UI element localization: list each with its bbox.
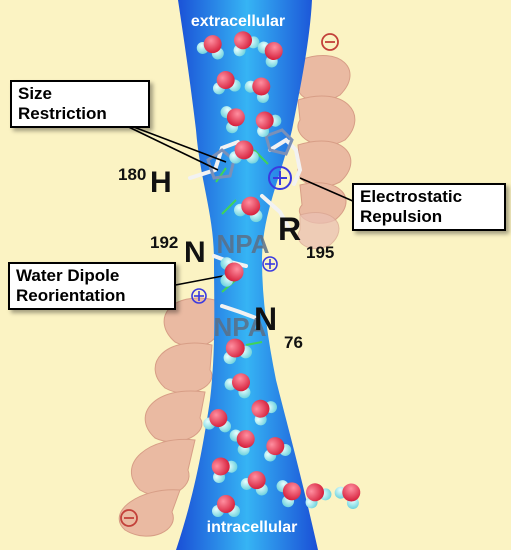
oxygen-atom <box>241 196 261 216</box>
negative-charge-icon <box>321 33 339 51</box>
oxygen-atom <box>236 430 255 448</box>
oxygen-atom <box>211 457 230 476</box>
oxygen-atom <box>209 409 228 428</box>
helix-lower-left <box>118 297 218 537</box>
extracellular-label: extracellular <box>191 13 285 30</box>
svg-text:R: R <box>278 211 301 247</box>
water-molecule <box>211 457 238 483</box>
residue-n76: N 76 <box>254 301 303 352</box>
water-molecule <box>305 483 332 509</box>
oxygen-atom <box>251 399 270 418</box>
water-molecule <box>229 140 259 164</box>
water-molecule <box>234 196 263 223</box>
electrostatic-repulsion-callout: Electrostatic Repulsion <box>352 183 506 231</box>
oxygen-atom <box>226 108 245 127</box>
positive-charge-icon <box>262 256 278 272</box>
svg-text:192: 192 <box>150 233 178 252</box>
svg-text:N: N <box>254 301 277 337</box>
svg-text:N: N <box>184 236 206 269</box>
helix-upper-right <box>297 55 356 224</box>
oxygen-atom <box>247 471 266 490</box>
water-molecule <box>196 35 224 60</box>
water-molecule <box>240 471 268 496</box>
oxygen-atom <box>264 42 283 60</box>
npa-motif-lower: NPA <box>214 312 267 342</box>
oxygen-atom <box>217 495 235 513</box>
oxygen-atom <box>266 437 285 456</box>
oxygen-atom <box>342 483 361 502</box>
water-molecule <box>212 495 240 517</box>
oxygen-atom <box>255 111 274 130</box>
charge-symbols <box>120 33 339 527</box>
oxygen-atom <box>216 71 235 90</box>
water-molecule <box>257 41 283 68</box>
positive-charge-icon <box>268 166 292 190</box>
svg-text:180: 180 <box>118 165 146 184</box>
oxygen-atom <box>224 262 244 282</box>
oxygen-atom <box>225 338 245 358</box>
residue-n192: 192 N <box>150 233 206 269</box>
water-molecule <box>220 106 245 134</box>
size-restriction-callout: Size Restriction <box>10 80 150 128</box>
water-molecule <box>229 429 255 456</box>
positive-charge-icon <box>191 288 207 304</box>
water-molecule <box>251 399 277 426</box>
water-molecule <box>223 338 252 365</box>
npa-motif-upper: NPA <box>217 229 270 259</box>
svg-text:195: 195 <box>306 243 334 262</box>
helix-right-middle <box>297 212 340 250</box>
oxygen-atom <box>234 31 252 50</box>
water-molecule <box>220 257 244 287</box>
water-dipole-callout: Water Dipole Reorientation <box>8 262 176 310</box>
svg-text:H: H <box>150 166 172 199</box>
water-molecules <box>196 31 361 517</box>
oxygen-atom <box>252 77 271 96</box>
water-molecule <box>233 31 260 57</box>
oxygen-atom <box>232 373 250 392</box>
oxygen-atom <box>282 482 301 501</box>
residue-h180: 180 H <box>118 165 172 199</box>
ring-sticks <box>206 128 294 180</box>
intracellular-label: intracellular <box>207 519 298 536</box>
water-molecule <box>224 373 251 399</box>
water-molecule <box>203 409 232 433</box>
water-molecule <box>334 483 361 509</box>
negative-charge-icon <box>120 509 138 527</box>
oxygen-atom <box>203 35 222 54</box>
water-molecule <box>212 71 241 95</box>
water-molecule <box>244 77 271 103</box>
water-molecule <box>264 437 292 462</box>
svg-text:76: 76 <box>284 333 303 352</box>
residue-r195: R 195 <box>278 211 334 262</box>
water-molecule <box>276 480 301 508</box>
oxygen-atom <box>234 140 254 160</box>
oxygen-atom <box>306 483 324 502</box>
water-molecule <box>255 111 282 137</box>
